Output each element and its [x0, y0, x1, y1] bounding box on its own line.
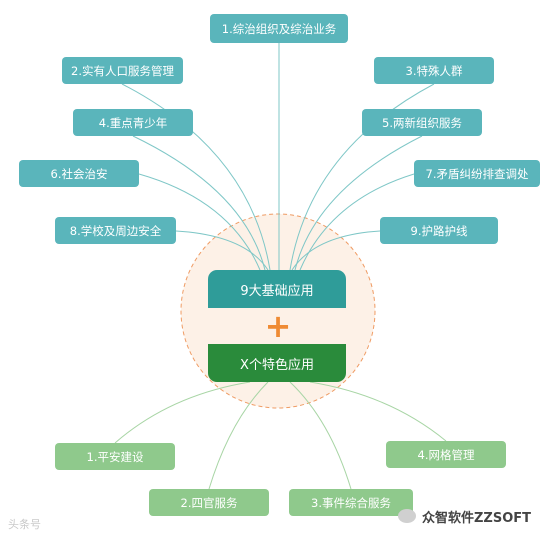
top-connector-5: [294, 135, 423, 271]
bottom-node-4-grid: 4.网格管理: [386, 441, 506, 468]
node-2-population: 2.实有人口服务管理: [62, 57, 183, 84]
bottom-connector-2: [208, 381, 269, 490]
watermark-right: 众智软件ZZSOFT: [398, 506, 548, 526]
node-8-school-safety: 8.学校及周边安全: [55, 217, 176, 244]
plus-sign: +: [264, 307, 292, 345]
watermark-right-text: 众智软件ZZSOFT: [422, 510, 532, 526]
top-connector-3: [289, 83, 435, 271]
bottom-node-2-services: 2.四官服务: [149, 489, 269, 516]
bottom-connector-3: [289, 381, 352, 490]
top-connector-9: [291, 230, 381, 271]
bottom-connector-4: [309, 381, 447, 442]
node-9-road-protection: 9.护路护线: [380, 217, 498, 244]
top-connector-6: [138, 173, 261, 271]
node-7-disputes: 7.矛盾纠纷排查调处: [414, 160, 540, 187]
bottom-connector-1: [114, 381, 251, 444]
node-6-public-security: 6.社会治安: [19, 160, 139, 187]
featured-apps-block: X个特色应用: [208, 344, 346, 382]
node-4-youth: 4.重点青少年: [73, 109, 193, 136]
node-1-zongzhi: 1.综治组织及综治业务: [210, 14, 348, 43]
basic-apps-block: 9大基础应用: [208, 270, 346, 308]
top-connector-7: [299, 173, 415, 271]
top-connector-8: [175, 230, 269, 271]
wechat-icon: [398, 509, 416, 523]
bottom-node-3-events: 3.事件综合服务: [289, 489, 413, 516]
top-connector-4: [132, 135, 266, 271]
bottom-node-1-peace: 1.平安建设: [55, 443, 175, 470]
node-3-special-groups: 3.特殊人群: [374, 57, 494, 84]
node-5-new-orgs: 5.两新组织服务: [362, 109, 482, 136]
watermark-left: 头条号: [8, 518, 41, 531]
top-connector-2: [121, 83, 271, 271]
